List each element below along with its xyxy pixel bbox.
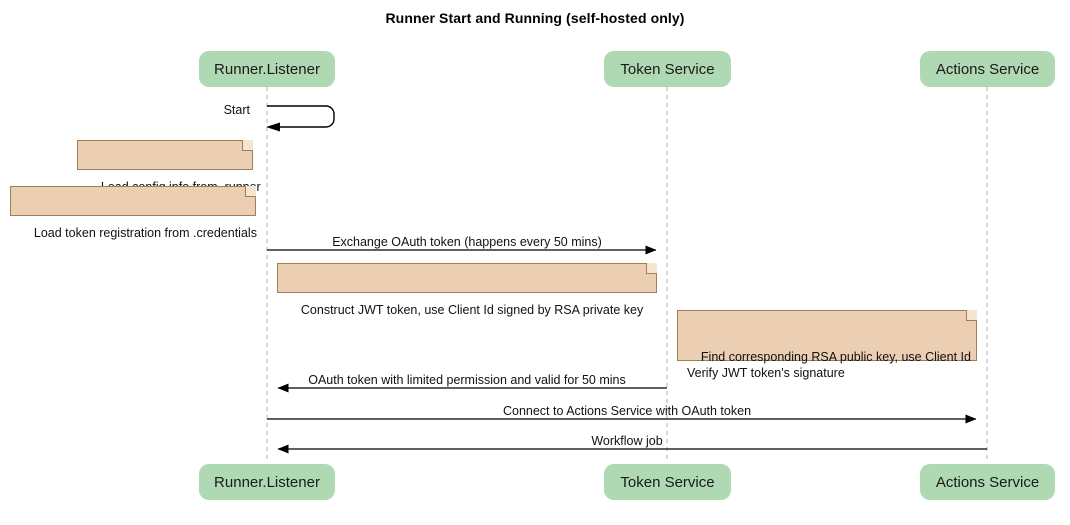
note-text: Find corresponding RSA public key, use C… [687, 350, 971, 380]
note-fold-corner-icon [242, 140, 253, 151]
participant-runner-listener-bottom[interactable]: Runner.Listener [199, 464, 335, 500]
note-load-token-registration: Load token registration from .credential… [10, 186, 257, 240]
message-label-connect-actions: Connect to Actions Service with OAuth to… [502, 404, 752, 418]
participant-actions-service-bottom[interactable]: Actions Service [920, 464, 1055, 500]
message-label-exchange-oauth: Exchange OAuth token (happens every 50 m… [332, 235, 602, 249]
self-message-start-arrow [266, 105, 335, 132]
note-fold-corner-icon [966, 310, 977, 321]
diagram-title: Runner Start and Running (self-hosted on… [385, 10, 685, 26]
note-fold-corner-icon [245, 186, 256, 197]
note-verify-jwt: Find corresponding RSA public key, use C… [677, 310, 977, 380]
message-label-oauth-token-returned: OAuth token with limited permission and … [308, 373, 626, 387]
participant-actions-service-top[interactable]: Actions Service [920, 51, 1055, 87]
note-fold-corner-icon [646, 263, 657, 274]
self-message-label-start: Start [223, 103, 250, 117]
participant-token-service-top[interactable]: Token Service [604, 51, 731, 87]
note-text: Construct JWT token, use Client Id signe… [300, 303, 644, 317]
note-load-config: Load config info from .runner [77, 140, 261, 194]
participant-token-service-bottom[interactable]: Token Service [604, 464, 731, 500]
message-label-workflow-job: Workflow job [591, 434, 663, 448]
note-construct-jwt: Construct JWT token, use Client Id signe… [277, 263, 657, 317]
participant-runner-listener-top[interactable]: Runner.Listener [199, 51, 335, 87]
note-text: Load token registration from .credential… [33, 226, 257, 240]
